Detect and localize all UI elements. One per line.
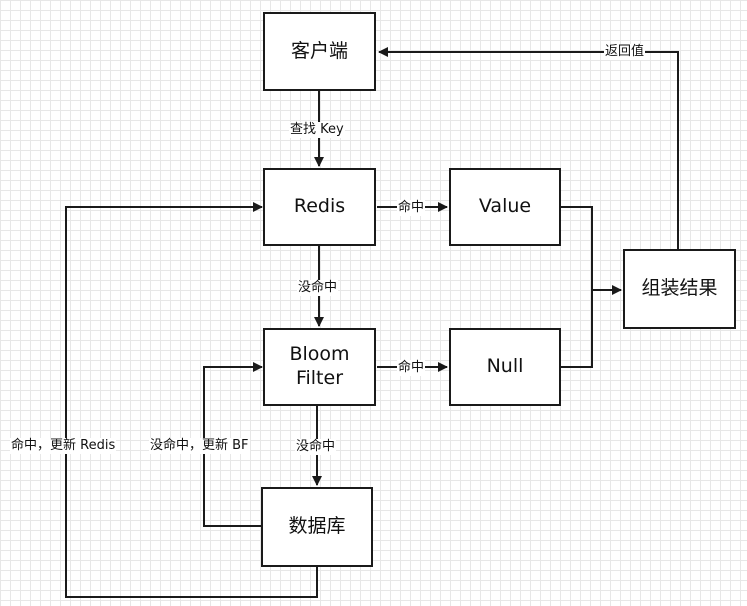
edge-null-to-assemble (561, 290, 593, 368)
value-label: Value (478, 195, 532, 218)
null-label: Null (486, 355, 524, 378)
assemble-result-node: 组装结果 (623, 249, 736, 329)
edge-label-bloom-miss: 没命中 (295, 439, 337, 455)
edge-label-hit-update-redis: 命中，更新 Redis (10, 438, 117, 454)
bloom-filter-label-line1: Bloom (289, 343, 350, 366)
edge-label-redis-miss: 没命中 (297, 280, 339, 296)
edge-assemble-to-client (378, 47, 679, 249)
assemble-result-label: 组装结果 (641, 277, 718, 300)
bloom-filter-node: Bloom Filter (263, 328, 376, 406)
bloom-filter-label: Bloom Filter (289, 343, 349, 391)
database-label: 数据库 (288, 515, 346, 538)
edge-label-query-key: 查找 Key (289, 122, 345, 138)
edge-database-to-redis (65, 202, 318, 598)
null-node: Null (449, 328, 561, 406)
redis-label: Redis (293, 195, 346, 218)
edge-label-return-value: 返回值 (604, 44, 646, 60)
edge-label-miss-update-bf: 没命中，更新 BF (149, 438, 250, 454)
database-node: 数据库 (261, 487, 373, 567)
client-label: 客户端 (290, 39, 348, 62)
edge-label-bloom-hit: 命中 (397, 360, 426, 376)
bloom-filter-label-line2: Filter (295, 367, 344, 389)
redis-node: Redis (263, 168, 376, 246)
edge-label-redis-hit: 命中 (397, 200, 426, 216)
value-node: Value (449, 168, 561, 246)
edge-value-to-assemble (561, 206, 593, 290)
client-node: 客户端 (263, 12, 376, 91)
